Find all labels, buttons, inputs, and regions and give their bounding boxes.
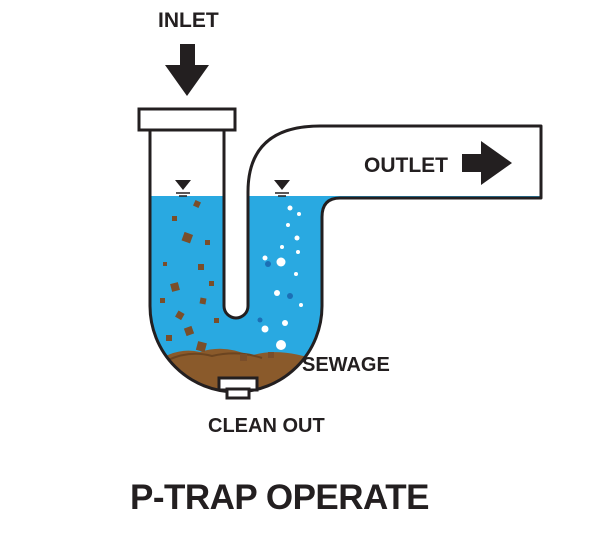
arrow-right-icon: [462, 141, 512, 185]
clean-out-label: CLEAN OUT: [208, 415, 325, 437]
arrow-down-icon: [165, 44, 209, 96]
pipe-outline: [148, 124, 543, 394]
clean-out-plug: [217, 376, 259, 400]
diagram-title: P-TRAP OPERATE: [130, 478, 429, 517]
debris-particles: [160, 200, 274, 361]
inlet-label: INLET: [158, 9, 219, 32]
air-bubbles: [261, 205, 303, 350]
water-level-icon: [175, 180, 290, 197]
sewage-label: SEWAGE: [302, 354, 390, 376]
outlet-label: OUTLET: [364, 154, 448, 177]
